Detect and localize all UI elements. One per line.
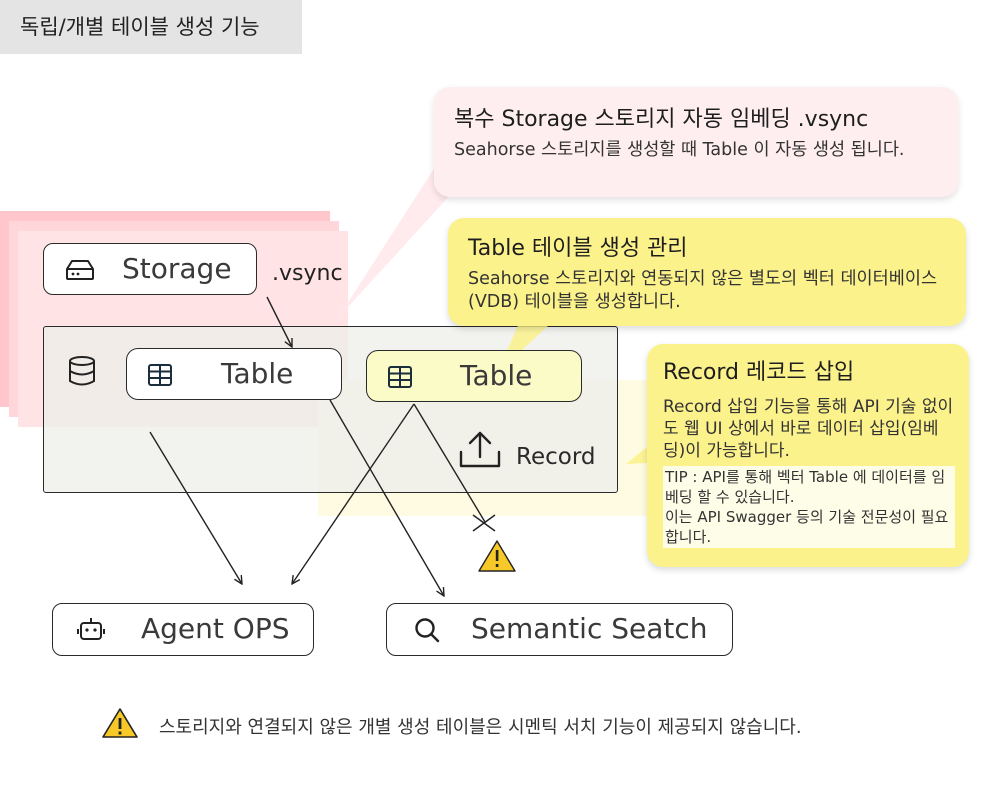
table-grid-icon [148, 364, 172, 386]
table-callout-title: Table 테이블 생성 관리 [468, 236, 688, 261]
record-tip-line2: 이는 API Swagger 등의 기술 전문성이 필요합니다. [665, 508, 949, 546]
record-label: Record [516, 444, 596, 470]
blocked-x-mark-b [472, 514, 496, 532]
page-title: 독립/개별 테이블 생성 기능 [0, 0, 302, 54]
table-callout: Table 테이블 생성 관리 Seahorse 스토리지와 연동되지 않은 별… [448, 218, 966, 326]
table-node-vsync[interactable]: Table [126, 348, 342, 400]
arrow-table-a-to-agent [149, 431, 242, 584]
vsync-callout-title: 복수 Storage 스토리지 자동 임베딩 .vsync [454, 107, 869, 132]
table-node-standalone[interactable]: Table [366, 350, 582, 402]
record-tip: TIP : API를 통해 벡터 Table 에 데이터를 임베딩 할 수 있습… [663, 466, 955, 548]
arrow-table-b-blocked [413, 403, 486, 523]
upload-icon[interactable] [458, 430, 502, 470]
vsync-callout: 복수 Storage 스토리지 자동 임베딩 .vsync Seahorse 스… [434, 87, 958, 197]
vsync-callout-body: Seahorse 스토리지를 생성할 때 Table 이 자동 생성 됩니다. [454, 140, 905, 160]
record-callout-title: Record 레코드 삽입 [663, 360, 855, 385]
agent-ops-node[interactable]: Agent OPS [52, 603, 314, 656]
storage-node[interactable]: Storage [43, 243, 257, 295]
table-a-label: Table [221, 357, 294, 390]
table-b-label: Table [460, 359, 533, 392]
table-grid-icon [388, 366, 412, 388]
warning-icon [102, 708, 138, 738]
record-callout: Record 레코드 삽입 Record 삽입 기능을 통해 API 기술 없이… [647, 344, 969, 567]
footnote-text: 스토리지와 연결되지 않은 개별 생성 테이블은 시멘틱 서치 기능이 제공되지… [159, 717, 802, 738]
vsync-label: .vsync [272, 261, 343, 286]
arrow-table-a-to-search [329, 399, 444, 596]
semantic-search-label: Semantic Seatch [471, 612, 708, 645]
hard-drive-icon [66, 260, 94, 280]
agent-ops-label: Agent OPS [141, 612, 290, 645]
semantic-search-node[interactable]: Semantic Seatch [386, 603, 733, 656]
storage-label: Storage [122, 252, 232, 285]
arrow-table-b-to-agent [292, 403, 415, 584]
record-callout-body: Record 삽입 기능을 통해 API 기술 없이도 웹 UI 상에서 바로 … [663, 397, 954, 461]
database-icon [69, 356, 95, 386]
warning-icon [478, 540, 516, 572]
robot-icon [77, 618, 105, 640]
table-callout-body: Seahorse 스토리지와 연동되지 않은 별도의 벡터 데이터베이스(VDB… [468, 269, 938, 312]
search-icon [415, 618, 440, 643]
record-tip-line1: TIP : API를 통해 벡터 Table 에 데이터를 임베딩 할 수 있습… [665, 468, 946, 506]
arrow-vsync-to-table [266, 296, 292, 347]
